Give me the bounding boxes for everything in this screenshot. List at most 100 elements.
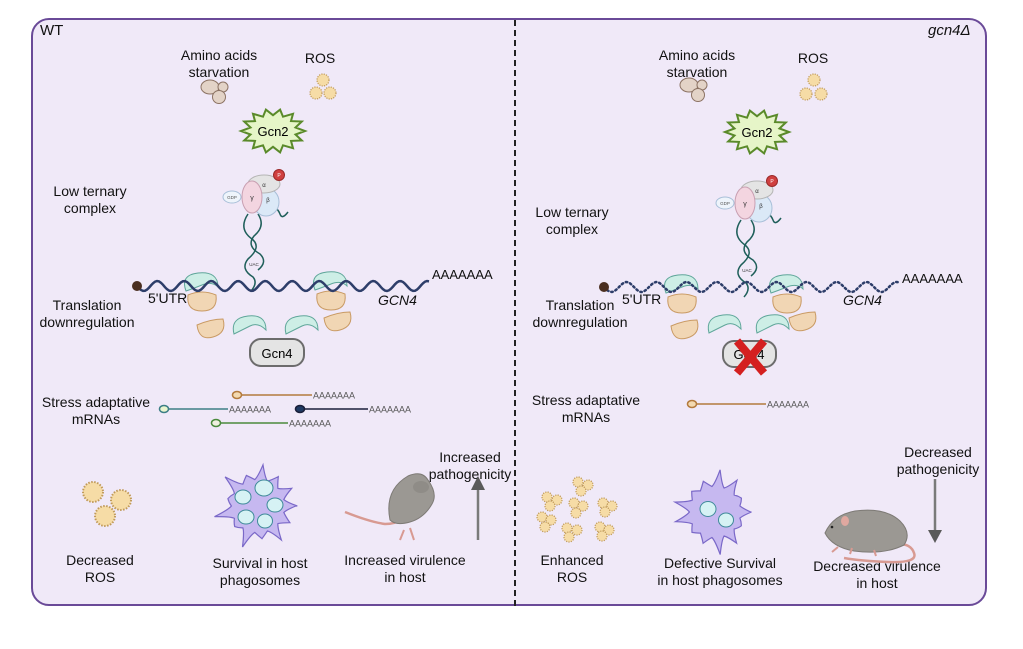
wt-free-large-subunit-2 [323, 311, 352, 332]
ros-particle [561, 522, 573, 534]
wt-virulence-label: Increased virulence in host [344, 552, 466, 585]
stress-mrna: AAAAAAA [210, 419, 331, 429]
mutant-gene-label: GCN4 [843, 292, 882, 308]
wt-ribosome-left [184, 272, 219, 312]
mutant-virulence-label: Decreased virulence in host [813, 558, 941, 591]
mutant-eif2-complex-icon: α β γ GDP P UAC [715, 174, 782, 298]
mutant-ros-stimulus-label: ROS [797, 50, 829, 66]
ros-particle [544, 500, 556, 512]
wt-pathogenicity-arrow-up [471, 476, 485, 540]
polya-tail: AAAAAAA [313, 391, 355, 401]
polya-tail: AAAAAAA [369, 405, 411, 415]
ros-particle [582, 479, 594, 491]
mutant-amino-acid-label: Amino acids starvation [658, 47, 736, 80]
ros-particle [545, 514, 557, 526]
mrna-cap-icon [686, 399, 698, 409]
mutant-phagosome-label: Defective Survival in host phagosomes [657, 555, 783, 588]
mrna-cap-icon [231, 390, 243, 400]
mutant-free-small-subunit-1 [707, 314, 742, 334]
wt-phagosome-cell-icon [214, 462, 298, 548]
ros-particle [563, 531, 575, 543]
mutant-gcn4-mrna [602, 280, 902, 294]
ros-particle [575, 485, 587, 497]
mutant-eif2-gdp: GDP [720, 201, 730, 206]
ros-particle [577, 500, 589, 512]
mutant-ros-stimulus-icon [799, 73, 828, 101]
polya-tail: AAAAAAA [767, 400, 809, 410]
wt-gcn2-burst [238, 107, 308, 155]
wt-free-small-subunit-2 [284, 315, 319, 335]
wt-polya-label: AAAAAAA [432, 267, 493, 282]
wt-gcn4-protein: Gcn4 [249, 338, 305, 367]
wt-gcn2-label: Gcn2 [257, 124, 288, 139]
mutant-gcn2-burst [722, 108, 792, 156]
ros-particle [606, 500, 618, 512]
ros-particle [539, 521, 551, 533]
wt-decreased-ros-icon [82, 481, 132, 527]
mutant-free-small-subunit-2 [755, 314, 790, 334]
mutant-gcn2-label: Gcn2 [741, 125, 772, 140]
stress-mrna: AAAAAAA [294, 404, 411, 415]
wt-eif2-gdp: GDP [227, 195, 237, 200]
wt-eif2-complex-icon: α β γ GDP P UAC [222, 168, 289, 292]
mutant-pathogenicity-arrow-down [928, 479, 942, 543]
wt-anticodon: UAC [249, 262, 259, 267]
mutant-mrna-cap [599, 282, 609, 292]
mutant-enhanced-ros-icon [536, 476, 618, 543]
mutant-ternary-label: Low ternary complex [535, 204, 609, 237]
ros-particle [570, 507, 582, 519]
mutant-ros-outcome-label: Enhanced ROS [540, 552, 604, 585]
wt-translation-label: Translation downregulation [39, 297, 135, 330]
wt-gcn4-label: Gcn4 [261, 346, 292, 361]
mutant-free-large-subunit-2 [788, 311, 817, 332]
mutant-panel-label: gcn4Δ [928, 22, 971, 39]
wt-stress-label: Stress adaptative mRNAs [41, 394, 151, 427]
mutant-pathogenicity-label: Decreased pathogenicity [896, 444, 980, 477]
wt-gcn4-mrna [136, 279, 430, 293]
mrna-cap-icon [158, 404, 170, 414]
ros-particle [596, 530, 608, 542]
wt-utr-label: 5'UTR [148, 290, 188, 306]
mrna-cap-icon [294, 404, 306, 414]
wt-eif2-alpha: α [262, 183, 266, 189]
stress-mrna: AAAAAAA [231, 390, 355, 401]
ros-particle [551, 494, 563, 506]
mutant-utr-label: 5'UTR [622, 291, 662, 307]
wt-mrna-cap [132, 281, 142, 291]
ros-particle [603, 524, 615, 536]
wt-ternary-label: Low ternary complex [53, 183, 127, 216]
wt-panel-label: WT [40, 22, 64, 39]
deletion-cross-icon [733, 338, 768, 376]
wt-eif2-gamma: γ [250, 195, 254, 202]
wt-free-small-subunit-1 [232, 315, 267, 335]
wt-ros-outcome-label: Decreased ROS [66, 552, 134, 585]
polya-tail: AAAAAAA [289, 419, 331, 429]
wt-gene-label: GCN4 [378, 292, 417, 308]
ros-particle [571, 524, 583, 536]
ros-particle [599, 506, 611, 518]
stress-mrna: AAAAAAA [686, 399, 809, 410]
wt-eif2-beta: β [266, 198, 270, 204]
mutant-mouse-icon [824, 509, 916, 564]
figure-frame [31, 18, 987, 606]
wt-ros-stimulus-icon [309, 73, 337, 100]
mutant-eif2-phospho: P [770, 179, 774, 185]
mutant-eif2-gamma: γ [743, 201, 747, 208]
ros-particle [541, 491, 553, 503]
wt-ros-stimulus-label: ROS [304, 50, 336, 66]
mutant-stress-mrna-list: AAAAAAA [686, 399, 809, 410]
wt-pathogenicity-label: Increased pathogenicity [428, 449, 512, 482]
wt-free-large-subunit-1 [196, 318, 225, 339]
mutant-eif2-beta: β [759, 204, 763, 210]
mutant-polya-label: AAAAAAA [902, 271, 963, 286]
wt-amino-acid-label: Amino acids starvation [180, 47, 258, 80]
mutant-eif2-alpha: α [755, 189, 759, 195]
mutant-ribosome-left [664, 274, 699, 314]
ros-particle [572, 476, 584, 488]
mutant-free-large-subunit-1 [670, 319, 699, 340]
panel-divider [514, 20, 516, 606]
wt-phagosome-label: Survival in host phagosomes [212, 555, 308, 588]
mutant-translation-label: Translation downregulation [532, 297, 628, 330]
